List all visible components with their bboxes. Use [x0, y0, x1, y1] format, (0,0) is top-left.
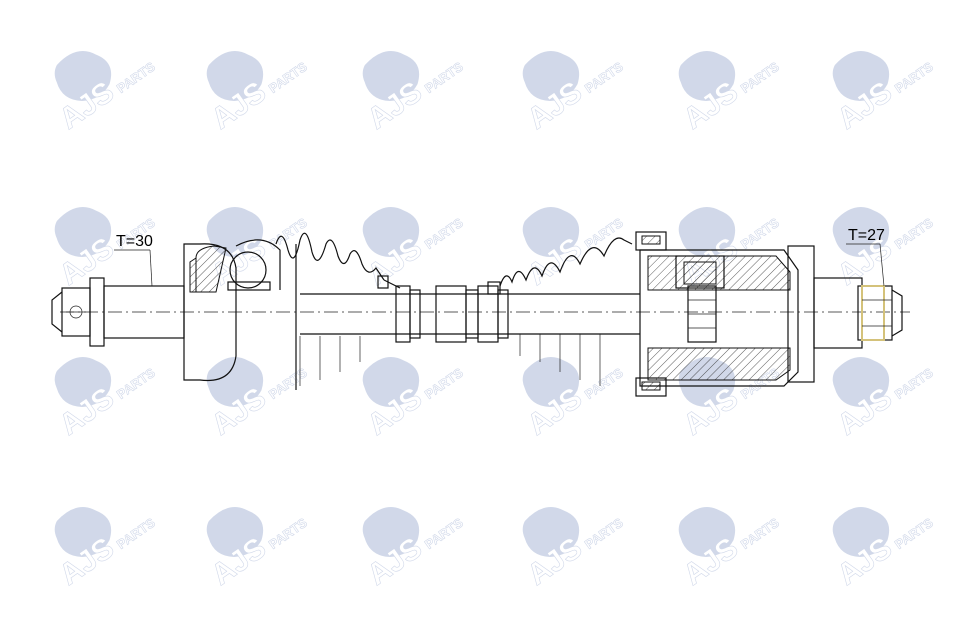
watermark-emblem — [206, 51, 264, 102]
left-boot — [275, 232, 401, 390]
right-spline-annotation: T=27 — [846, 227, 885, 287]
watermark-emblem — [522, 207, 580, 258]
watermark-emblem — [832, 207, 890, 258]
watermark-emblem — [678, 207, 736, 258]
watermark-emblem — [678, 51, 736, 102]
watermark-emblem — [522, 51, 580, 102]
watermark-emblem — [522, 507, 580, 558]
svg-text:PARTS: PARTS — [738, 215, 782, 252]
svg-text:PARTS: PARTS — [582, 215, 626, 252]
watermark-emblem — [206, 207, 264, 258]
right-spline-marker — [861, 285, 885, 341]
svg-text:PARTS: PARTS — [582, 365, 626, 402]
svg-text:PARTS: PARTS — [892, 515, 936, 552]
svg-text:PARTS: PARTS — [422, 515, 466, 552]
svg-text:PARTS: PARTS — [266, 365, 310, 402]
svg-text:PARTS: PARTS — [266, 59, 310, 96]
svg-text:PARTS: PARTS — [892, 365, 936, 402]
watermark-emblem — [362, 357, 420, 408]
right-stub-axle — [813, 277, 903, 349]
svg-text:PARTS: PARTS — [738, 59, 782, 96]
right-spline-label: T=27 — [848, 227, 885, 244]
left-cv-joint — [183, 239, 281, 382]
watermark-emblem — [54, 507, 112, 558]
svg-text:PARTS: PARTS — [582, 515, 626, 552]
right-tripod-joint — [635, 231, 815, 397]
svg-text:PARTS: PARTS — [892, 215, 936, 252]
svg-text:PARTS: PARTS — [114, 515, 158, 552]
watermark-emblem — [206, 507, 264, 558]
right-boot — [487, 237, 633, 386]
drive-shaft-drawing: T=30 T=27 — [51, 227, 910, 397]
svg-text:PARTS: PARTS — [422, 365, 466, 402]
watermark-emblem — [362, 507, 420, 558]
svg-text:PARTS: PARTS — [114, 59, 158, 96]
svg-text:PARTS: PARTS — [892, 59, 936, 96]
svg-text:PARTS: PARTS — [422, 59, 466, 96]
svg-text:PARTS: PARTS — [422, 215, 466, 252]
watermark-emblem — [54, 207, 112, 258]
watermark-emblem — [678, 507, 736, 558]
watermark-emblem — [54, 357, 112, 408]
watermark-emblem — [832, 357, 890, 408]
watermark-emblem — [206, 357, 264, 408]
watermark-emblem — [522, 357, 580, 408]
svg-text:PARTS: PARTS — [114, 365, 158, 402]
svg-text:PARTS: PARTS — [738, 515, 782, 552]
center-shaft — [60, 285, 910, 343]
watermark-emblem — [832, 51, 890, 102]
watermark-emblem — [362, 51, 420, 102]
watermark-emblem — [362, 207, 420, 258]
svg-text:PARTS: PARTS — [582, 59, 626, 96]
watermark-emblem — [832, 507, 890, 558]
left-spline-annotation: T=30 — [114, 233, 153, 287]
left-spline-label: T=30 — [116, 233, 153, 250]
svg-text:PARTS: PARTS — [266, 515, 310, 552]
watermark-emblem — [54, 51, 112, 102]
